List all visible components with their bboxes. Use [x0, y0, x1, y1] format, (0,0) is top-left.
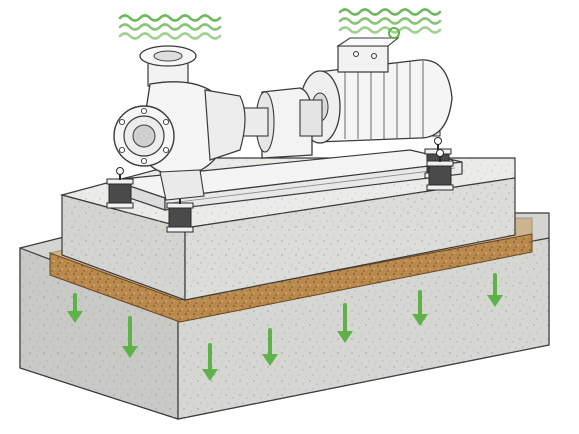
- vibration-waves: [120, 10, 440, 39]
- wave-line: [120, 34, 220, 39]
- electric-motor: [300, 28, 452, 143]
- wave-line: [120, 25, 220, 30]
- wave-line: [340, 19, 440, 24]
- wave-line: [340, 28, 440, 33]
- wave-line: [120, 16, 220, 21]
- wave-group: [340, 10, 440, 33]
- wave-line: [340, 10, 440, 15]
- isolator-mount: [107, 168, 133, 209]
- wave-group: [120, 16, 220, 39]
